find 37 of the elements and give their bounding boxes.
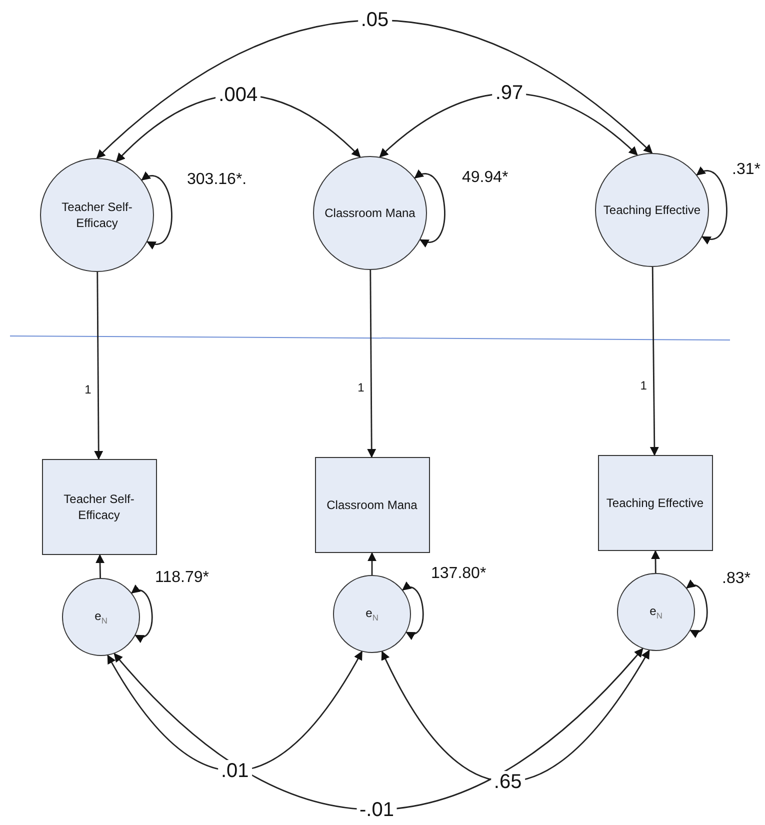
covariance-arrow bbox=[379, 92, 638, 158]
edge-label: .31* bbox=[731, 161, 762, 179]
path-arrow bbox=[367, 270, 376, 458]
edge-label: .83* bbox=[721, 570, 752, 588]
self-loop-arrow bbox=[414, 170, 446, 246]
observed-variable-box bbox=[42, 459, 156, 555]
self-loop-arrow bbox=[686, 580, 708, 637]
node-label: Teacher Self-Efficacy bbox=[60, 198, 134, 232]
self-loop-arrow bbox=[402, 582, 424, 639]
node-label: e$_{N}$ bbox=[366, 604, 378, 624]
observed-variable-box bbox=[314, 457, 430, 553]
path-arrow bbox=[94, 272, 104, 460]
node-label: Classroom Mana bbox=[324, 204, 416, 222]
node-label: Teaching Effective bbox=[603, 202, 701, 218]
path-arrow bbox=[650, 266, 659, 456]
node-label: Teacher Self-Efficacy bbox=[62, 490, 136, 524]
edge-label: 49.94* bbox=[461, 169, 510, 187]
node-label: Teaching Effective bbox=[606, 494, 704, 512]
observed-variable-box bbox=[598, 455, 712, 551]
path-arrow bbox=[368, 552, 376, 575]
node-label: e$_{N}$ bbox=[94, 608, 108, 626]
covariance-arrow bbox=[96, 20, 653, 159]
edge-label: 137.80* bbox=[430, 565, 488, 583]
covariance-arrow bbox=[381, 650, 650, 782]
path-arrow bbox=[651, 550, 660, 573]
covariance-arrow bbox=[107, 650, 362, 772]
node-label: e$_{N}$ bbox=[650, 602, 662, 622]
edge-label: 303.16*. bbox=[186, 171, 248, 189]
edge-label: 1 bbox=[639, 379, 648, 393]
self-loop-arrow bbox=[130, 585, 153, 642]
edge-label: 1 bbox=[356, 382, 366, 396]
edge-label: 118.79* bbox=[154, 569, 210, 587]
path-arrow bbox=[96, 554, 105, 578]
edge-label: 1 bbox=[84, 384, 92, 398]
node-label: Classroom Mana bbox=[326, 496, 418, 514]
self-loop-arrow bbox=[696, 167, 728, 244]
self-loop-arrow bbox=[141, 172, 172, 248]
